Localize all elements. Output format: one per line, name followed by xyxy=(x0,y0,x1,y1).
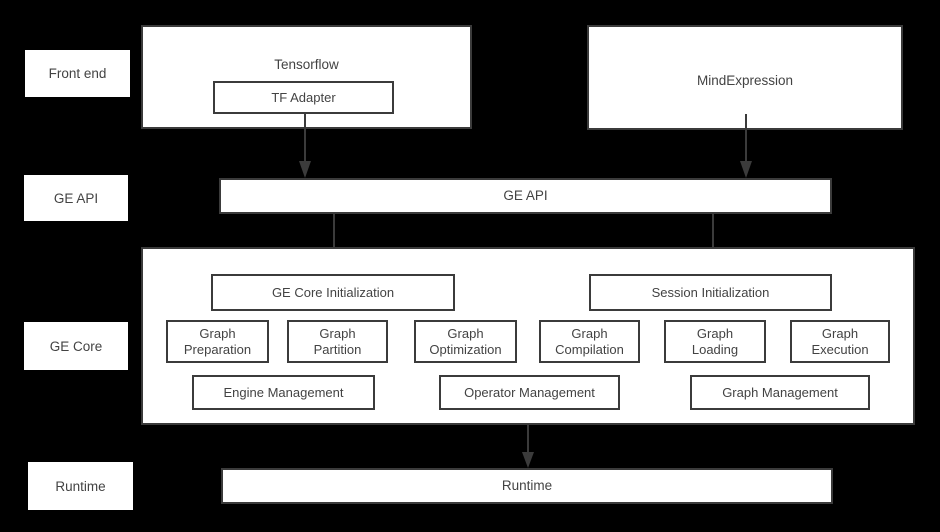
tf-adapter-label: TF Adapter xyxy=(271,89,336,105)
tensorflow-title: Tensorflow xyxy=(274,57,339,72)
graph-optimization-box[interactable]: Graph Optimization xyxy=(414,320,517,363)
mindexpression-title: MindExpression xyxy=(696,73,794,88)
operator-management-label: Operator Management xyxy=(464,384,595,400)
graph-loading-label-line1: Graph xyxy=(696,326,734,342)
graph-compilation-label-line1: Graph xyxy=(571,326,608,342)
tf-adapter-box[interactable]: TF Adapter xyxy=(213,81,394,114)
ge-api-bar-label: GE API xyxy=(503,188,548,204)
graph-compilation-box[interactable]: Graph Compilation xyxy=(539,320,640,363)
layer-label-ge-api: GE API xyxy=(24,175,128,221)
engine-management-label: Engine Management xyxy=(223,384,344,400)
layer-label-front-end: Front end xyxy=(25,50,130,97)
arrow-tf-adapter-to-ge-api xyxy=(296,113,314,179)
runtime-bar[interactable]: Runtime xyxy=(221,468,833,504)
layer-label-runtime: Runtime xyxy=(28,462,133,510)
engine-management-box[interactable]: Engine Management xyxy=(192,375,375,410)
ge-api-bar[interactable]: GE API xyxy=(219,178,832,214)
graph-loading-label-line2: Loading xyxy=(691,341,739,357)
graph-optimization-label-line1: Graph xyxy=(447,326,484,342)
graph-execution-label-line1: Graph xyxy=(821,326,859,342)
operator-management-box[interactable]: Operator Management xyxy=(439,375,620,410)
layer-label-ge-api-text: GE API xyxy=(53,190,99,206)
session-initialization-label: Session Initialization xyxy=(651,284,770,300)
layer-label-ge-core-text: GE Core xyxy=(49,338,103,354)
graph-preparation-label-line1: Graph xyxy=(199,326,236,342)
layer-label-ge-core: GE Core xyxy=(24,322,128,370)
runtime-bar-label: Runtime xyxy=(501,478,553,494)
ge-core-initialization-label: GE Core Initialization xyxy=(271,284,395,300)
graph-preparation-box[interactable]: Graph Preparation xyxy=(166,320,269,363)
layer-label-front-end-text: Front end xyxy=(48,66,107,81)
layer-label-runtime-text: Runtime xyxy=(55,478,106,494)
graph-loading-box[interactable]: Graph Loading xyxy=(664,320,766,363)
arrow-ge-core-to-runtime xyxy=(519,425,537,469)
graph-partition-box[interactable]: Graph Partition xyxy=(287,320,388,363)
graph-execution-label-line2: Execution xyxy=(811,341,869,357)
graph-compilation-label-line2: Compilation xyxy=(555,341,624,357)
ge-core-initialization-box[interactable]: GE Core Initialization xyxy=(211,274,455,311)
graph-execution-box[interactable]: Graph Execution xyxy=(790,320,890,363)
graph-optimization-label-line2: Optimization xyxy=(429,341,502,357)
graph-partition-label-line2: Partition xyxy=(313,341,362,357)
session-initialization-box[interactable]: Session Initialization xyxy=(589,274,832,311)
graph-partition-label-line1: Graph xyxy=(319,326,356,342)
graph-management-label: Graph Management xyxy=(722,384,838,400)
graph-management-box[interactable]: Graph Management xyxy=(690,375,870,410)
arrow-mindexpression-to-ge-api xyxy=(737,114,755,179)
graph-preparation-label-line2: Preparation xyxy=(183,341,252,357)
